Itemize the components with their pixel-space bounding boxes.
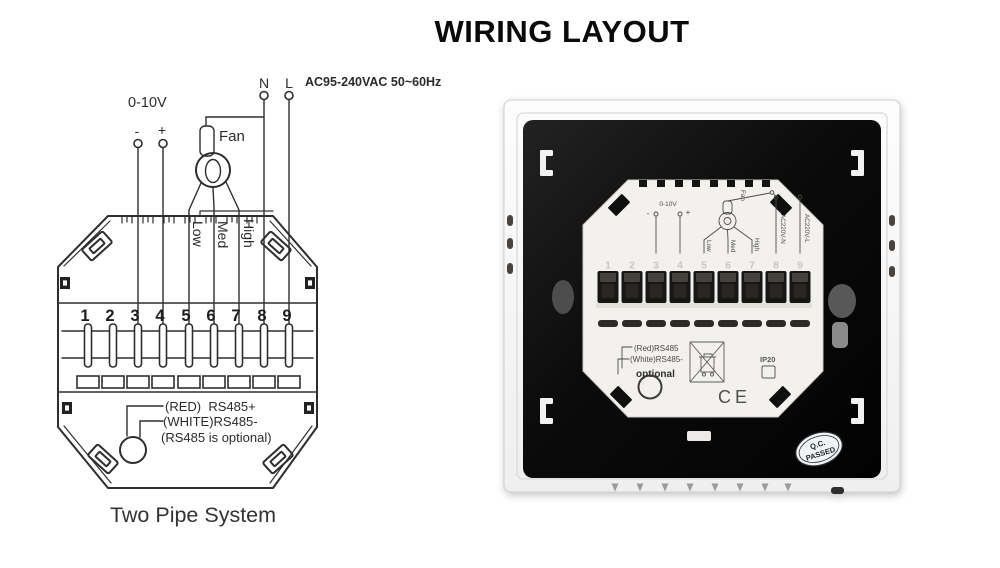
high-label: High: [241, 219, 257, 248]
live-label: L: [285, 75, 293, 91]
terminal-number: 1: [80, 307, 89, 325]
thermostat-back-photo: 0-10V - + Fan Low Med High AC220V-N AC22…: [503, 99, 901, 494]
terminal-number: 5: [701, 260, 707, 272]
plus-terminal-dot: [158, 138, 168, 149]
print-fan-label: Fan: [739, 190, 746, 201]
rs485-note: (RED) RS485+ (WHITE)RS485- (RS485 is opt…: [119, 399, 272, 464]
ip20-label: IP20: [760, 355, 775, 364]
terminal-number: 2: [629, 260, 635, 272]
side-tab: [60, 277, 70, 289]
terminal-number: 8: [257, 307, 266, 325]
terminal-number: 4: [677, 260, 683, 272]
analog-label: 0-10V: [128, 95, 167, 111]
module-terminal-screws: [596, 271, 812, 327]
wire-slots: [76, 375, 301, 389]
terminal-number: 4: [155, 307, 165, 325]
thermostat-body-outline: [57, 210, 318, 489]
power-rating-label: AC95-240VAC 50~60Hz: [305, 75, 441, 89]
terminal-numbers: 1 2 3 4 5 6 7 8 9: [80, 307, 291, 325]
neutral-label: N: [259, 75, 269, 91]
print-high-label: High: [753, 238, 760, 251]
ce-mark: CE: [718, 387, 751, 407]
print-minus: -: [647, 209, 650, 218]
sensor-jack: [119, 436, 147, 464]
terminal-number: 1: [605, 260, 611, 272]
mounting-hole-top-left: [80, 230, 114, 262]
ip20-box: [761, 365, 776, 379]
terminal-screws: [83, 323, 294, 368]
latch-tab: [832, 322, 848, 348]
side-tab: [304, 402, 314, 414]
fan-to-neutral-wire: [205, 116, 265, 127]
mains-supply-labels: N L AC95-240VAC 50~60Hz: [259, 75, 441, 101]
live-terminal-dot: [284, 90, 294, 101]
frame-vent-slots: [507, 215, 895, 277]
side-tab: [62, 402, 72, 414]
print-ac-neutral-label: AC220V-N: [779, 214, 786, 244]
mounting-hole-top-right: [259, 230, 293, 262]
minus-label: -: [135, 123, 140, 139]
terminal-number: 6: [725, 260, 731, 272]
terminal-number: 9: [797, 260, 803, 272]
module-printed-diagram: 0-10V - + Fan Low Med High AC220V-N AC22…: [647, 190, 810, 254]
low-label: Low: [190, 221, 206, 248]
analog-0-10v: 0-10V - +: [128, 95, 168, 149]
terminal-number: 5: [181, 307, 190, 325]
two-pipe-wiring-diagram: N L AC95-240VAC 50~60Hz 0-10V - + Fan: [57, 75, 441, 527]
bottom-slot: [687, 431, 711, 441]
print-low-label: Low: [705, 240, 712, 252]
plus-label: +: [158, 122, 166, 138]
mounting-hole-bottom-right: [261, 443, 295, 475]
print-rs485-red: (Red)RS485: [634, 344, 679, 353]
print-ac-live-label: AC220V-L: [803, 214, 810, 243]
print-analog-label: 0-10V: [659, 201, 677, 208]
wires: [137, 98, 290, 325]
module-terminal-numbers: 1 2 3 4 5 6 7 8 9: [605, 260, 803, 272]
rs485-optional-label: (RS485 is optional): [161, 430, 272, 445]
sensor-jack: [637, 374, 663, 400]
terminal-number: 6: [206, 307, 215, 325]
terminal-number: 9: [282, 307, 291, 325]
terminal-number: 8: [773, 260, 779, 272]
rs485-white-label: (WHITE)RS485-: [163, 414, 258, 429]
fan-motor-icon: Fan: [195, 125, 245, 188]
qc-passed-sticker: Q.C. PASSED: [794, 431, 844, 467]
neutral-terminal-dot: [259, 90, 269, 101]
terminal-number: 7: [231, 307, 240, 325]
med-label: Med: [215, 221, 231, 248]
diagram-caption: Two Pipe System: [110, 503, 276, 527]
print-rs485-optional: optional: [636, 369, 675, 380]
module-rs485-print: (Red)RS485 (White)RS485- optional: [617, 344, 683, 400]
fan-label: Fan: [219, 128, 245, 145]
terminal-number: 3: [653, 260, 659, 272]
rubber-plug-right: [828, 284, 856, 318]
side-tab: [305, 277, 315, 289]
ip-rating: IP20: [760, 355, 776, 379]
print-rs485-white: (White)RS485-: [630, 355, 683, 364]
module-top-comb: [639, 180, 770, 187]
rubber-plug-left: [552, 280, 574, 314]
terminal-number: 3: [130, 307, 139, 325]
page-title: WIRING LAYOUT: [434, 14, 690, 49]
print-med-label: Med: [729, 240, 736, 253]
terminal-number: 7: [749, 260, 755, 272]
terminal-number: 2: [105, 307, 114, 325]
frame-notch: [831, 487, 844, 494]
print-plus: +: [686, 208, 691, 217]
rs485-red-label: (RED) RS485+: [165, 399, 256, 414]
weee-bin-icon: [689, 341, 725, 383]
minus-terminal-dot: [133, 138, 143, 149]
